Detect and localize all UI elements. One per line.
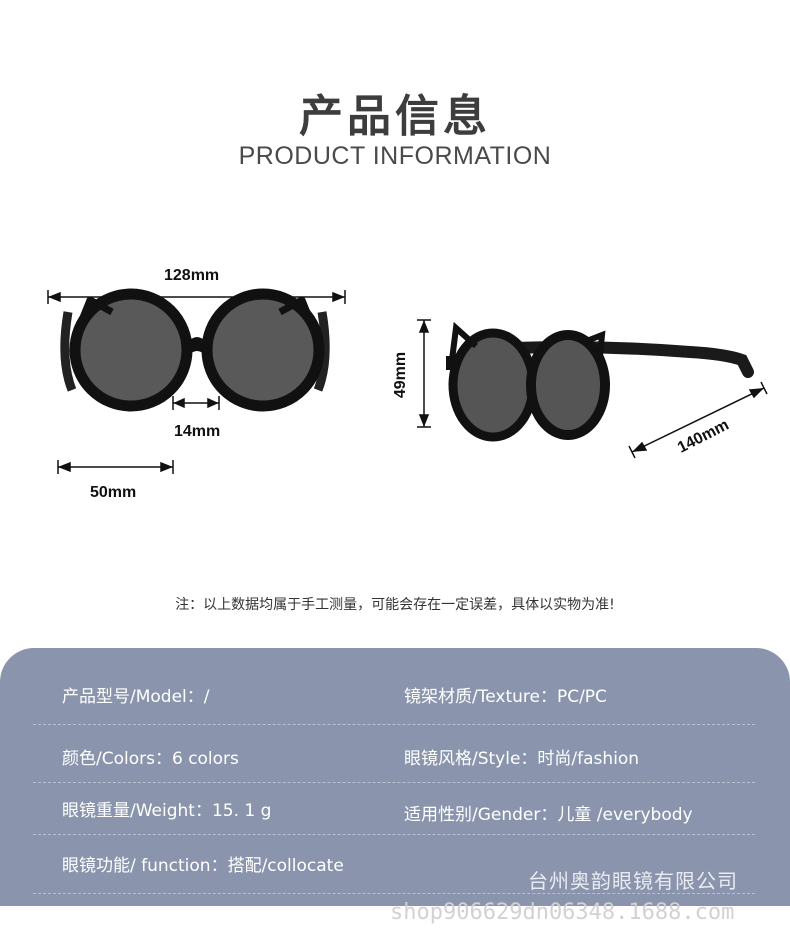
spec-gender: 适用性别/Gender：儿童 /everybody: [404, 805, 693, 825]
dim-lens-width: 50mm: [90, 484, 137, 501]
spec-function: 眼镜功能/ function：搭配/collocate: [62, 856, 344, 876]
spec-texture: 镜架材质/Texture：PC/PC: [404, 687, 607, 707]
glasses-illustration: [47, 288, 768, 474]
page-title-cn: 产品信息: [299, 91, 491, 142]
spec-panel: [0, 648, 790, 906]
spec-model: 产品型号/Model：/: [62, 687, 210, 707]
watermark: shop906629dn06348.1688.com: [390, 900, 735, 925]
spec-colors: 颜色/Colors：6 colors: [62, 749, 239, 769]
glasses-side-view: [446, 321, 754, 442]
spec-style: 眼镜风格/Style：时尚/fashion: [404, 749, 640, 769]
spec-weight: 眼镜重量/Weight：15. 1 g: [62, 801, 272, 821]
row-divider: [33, 834, 755, 835]
company-name: 台州奥韵眼镜有限公司: [528, 869, 738, 893]
dim-bridge: 14mm: [174, 423, 221, 440]
measurement-note: 注：以上数据均属于手工测量，可能会存在一定误差，具体以实物为准!: [175, 597, 615, 613]
row-divider: [33, 893, 755, 894]
page-title-en: PRODUCT INFORMATION: [238, 142, 552, 170]
footer: [0, 906, 790, 945]
glasses-front-view: [60, 288, 330, 412]
dim-total-width: 128mm: [164, 267, 220, 284]
row-divider: [33, 724, 755, 725]
dim-lens-height: 49mm: [392, 351, 410, 399]
row-divider: [33, 782, 755, 783]
